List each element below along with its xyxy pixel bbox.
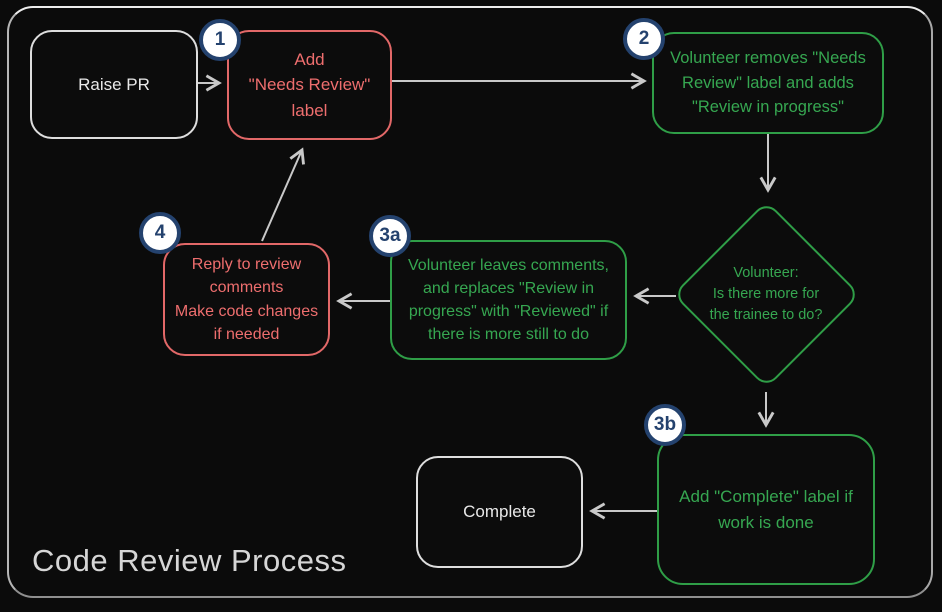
- node-complete: Complete: [416, 456, 583, 568]
- node-add-complete-text: Add "Complete" label if work is done: [679, 487, 853, 532]
- node-raise-pr: Raise PR: [30, 30, 198, 139]
- diagram-title: Code Review Process: [32, 543, 347, 578]
- node-volunteer-leaves-comments: Volunteer leaves comments, and replaces …: [390, 240, 627, 360]
- step-badge-1: 1: [199, 19, 241, 61]
- node-raise-pr-label: Raise PR: [78, 74, 150, 94]
- node-add-needs-review-text: Add "Needs Review" label: [248, 49, 371, 120]
- node-volunteer-removes-text: Volunteer removes "Needs Review" label a…: [670, 48, 866, 117]
- node-volunteer-leaves-text: Volunteer leaves comments, and replaces …: [408, 256, 609, 344]
- node-reply-to-review-comments: Reply to review comments Make code chang…: [163, 243, 330, 356]
- step-badge-3a: 3a: [369, 215, 411, 257]
- step-badge-2: 2: [623, 18, 665, 60]
- arrow-reply-to-add-label: [261, 147, 305, 242]
- node-add-needs-review-label: Add "Needs Review" label: [227, 30, 392, 140]
- node-volunteer-removes-label: Volunteer removes "Needs Review" label a…: [652, 32, 884, 134]
- node-add-complete-label: Add "Complete" label if work is done: [657, 434, 875, 585]
- step-badge-3b: 3b: [644, 404, 686, 446]
- step-badge-4: 4: [139, 212, 181, 254]
- node-complete-text: Complete: [463, 502, 536, 521]
- node-reply-comments-text: Reply to review comments Make code chang…: [174, 256, 319, 343]
- decision-diamond-label: Volunteer: Is there more for the trainee…: [709, 265, 823, 324]
- outer-frame: [7, 6, 933, 598]
